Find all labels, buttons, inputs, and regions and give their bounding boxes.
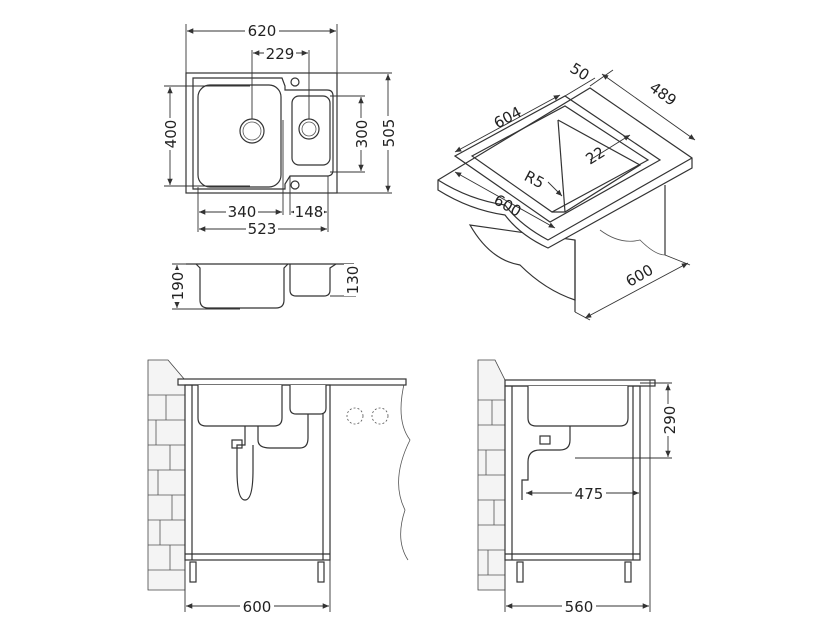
- main-bowl: [197, 84, 282, 188]
- dim-489: 489: [646, 78, 680, 109]
- dim-560: 560: [565, 598, 594, 616]
- sink-outline: [185, 72, 338, 194]
- dim-505: 505: [380, 119, 398, 148]
- small-bowl: [291, 95, 331, 166]
- dim-148: 148: [295, 203, 324, 221]
- countertop: [437, 87, 693, 249]
- tap-hole-icon: [346, 407, 364, 425]
- isometric-view: 604 50 489 22 R5 600 600: [437, 59, 696, 321]
- dim-600-cabinet: 600: [623, 261, 657, 291]
- side-installation-view: 290 475 560: [477, 359, 679, 616]
- side-profile-view: 190 130: [168, 263, 362, 310]
- tap-hole-icon: [290, 77, 300, 87]
- main-drain-icon: [239, 118, 265, 144]
- dim-620: 620: [248, 22, 277, 40]
- dim-130: 130: [344, 266, 362, 295]
- tap-hole-icon: [290, 180, 300, 190]
- dim-475: 475: [575, 485, 604, 503]
- dim-340: 340: [228, 203, 257, 221]
- dim-190: 190: [169, 272, 187, 301]
- dim-229: 229: [266, 45, 295, 63]
- front-installation-view: 600: [147, 359, 411, 616]
- dim-290: 290: [661, 406, 679, 435]
- dim-50: 50: [567, 59, 593, 84]
- dim-400: 400: [162, 120, 180, 149]
- tap-hole-icon: [371, 407, 389, 425]
- top-view: 620 229 400 300 505 340 148 523: [162, 21, 398, 238]
- dim-300: 300: [353, 120, 371, 149]
- bowl-recess: [192, 77, 334, 190]
- dim-600-front: 600: [243, 598, 272, 616]
- dim-523: 523: [248, 220, 277, 238]
